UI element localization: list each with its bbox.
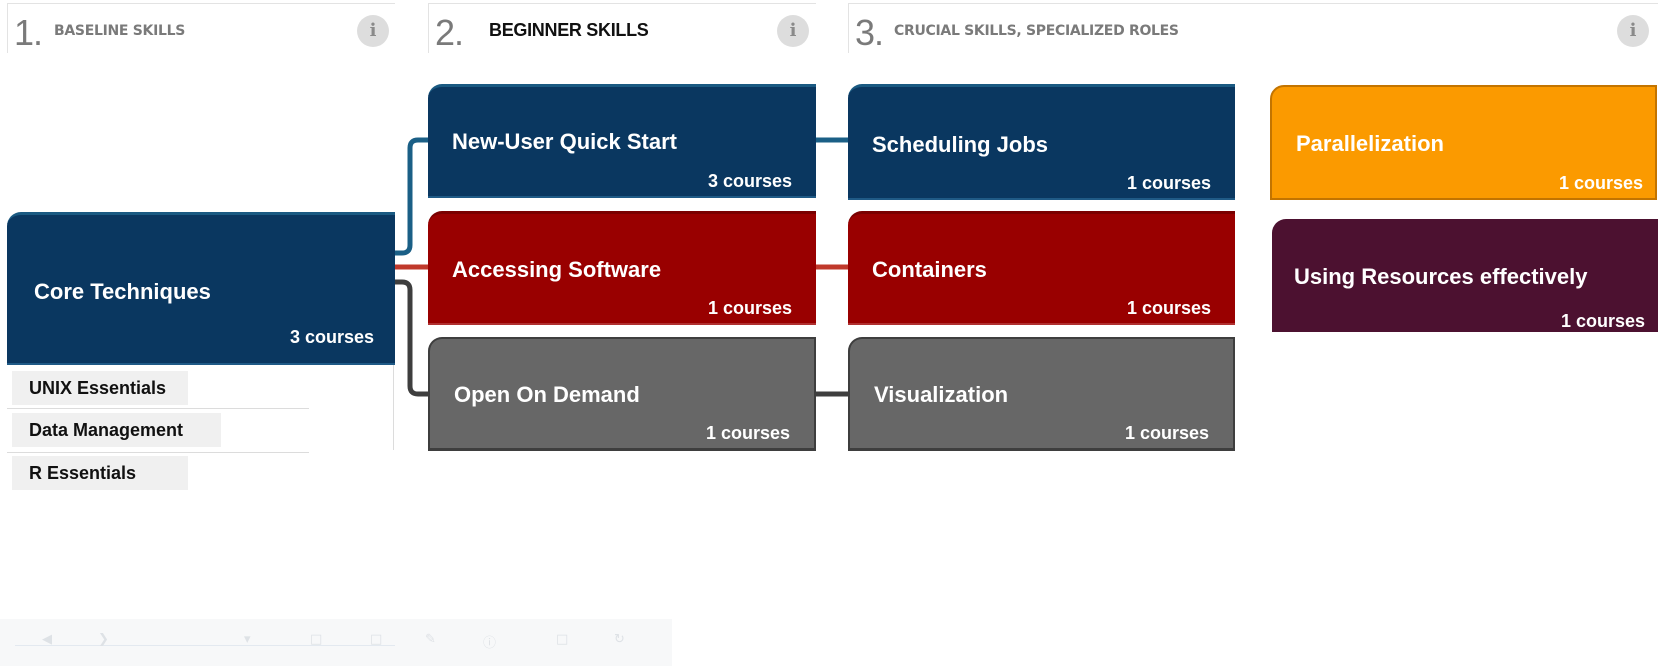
course-count: 1 courses [1560, 311, 1645, 331]
connector-core-to-ondemand [394, 279, 428, 397]
course-item[interactable]: UNIX Essentials [12, 371, 188, 405]
course-count: 1 courses [707, 298, 792, 318]
column-title: CRUCIAL SKILLS, SPECIALIZED ROLES [894, 23, 1179, 39]
next-icon: ❯ [98, 632, 109, 647]
info-icon[interactable]: i [357, 15, 389, 47]
card-title: Using Resources effectively [1294, 264, 1588, 289]
course-count: 1 courses [1124, 423, 1209, 443]
refresh-icon: ↻ [614, 632, 625, 647]
connector-core-to-quickstart [394, 137, 428, 256]
card-title: Parallelization [1296, 131, 1444, 156]
course-count: 1 courses [1558, 173, 1643, 193]
card-title: Visualization [874, 382, 1009, 407]
faded-toolbar: ◀ ❯ ▾ □ □ ✎ ⓘ □ ↻ [0, 619, 672, 666]
column-number: 2. [435, 12, 464, 53]
card-parallelization[interactable]: Parallelization 1 courses [1270, 85, 1657, 200]
course-count: 1 courses [705, 423, 790, 443]
course-count: 3 courses [289, 327, 374, 347]
card-title: Containers [872, 257, 987, 282]
column-header-baseline: 1. BASELINE SKILLS i [7, 3, 395, 53]
card-title: Accessing Software [452, 257, 662, 282]
square-icon: □ [370, 632, 383, 647]
column-header-crucial: 3. CRUCIAL SKILLS, SPECIALIZED ROLES i [848, 3, 1658, 53]
card-new-user-quick-start[interactable]: New-User Quick Start 3 courses [428, 84, 816, 198]
course-count: 1 courses [1126, 173, 1211, 193]
square-icon: □ [310, 632, 323, 647]
card-title: Core Techniques [34, 279, 211, 304]
card-containers[interactable]: Containers 1 courses [848, 211, 1235, 325]
card-title: Scheduling Jobs [872, 132, 1049, 157]
card-title: Open On Demand [454, 382, 640, 407]
card-scheduling-jobs[interactable]: Scheduling Jobs 1 courses [848, 84, 1235, 200]
course-item[interactable]: Data Management [12, 413, 221, 447]
divider [393, 365, 394, 450]
square-icon: □ [556, 632, 569, 647]
course-count: 3 courses [707, 171, 792, 191]
prev-icon: ◀ [42, 632, 52, 647]
card-using-resources-effectively[interactable]: Using Resources effectively 1 courses [1272, 219, 1658, 332]
column-number: 1. [14, 12, 43, 53]
column-title: BASELINE SKILLS [54, 23, 186, 39]
card-open-on-demand[interactable]: Open On Demand 1 courses [428, 337, 816, 451]
toolbar-divider [15, 645, 395, 646]
dropdown-icon: ▾ [244, 632, 251, 647]
card-core-techniques[interactable]: Core Techniques 3 courses [7, 212, 395, 365]
card-title: New-User Quick Start [452, 129, 677, 154]
column-header-beginner: 2. BEGINNER SKILLS i [428, 3, 816, 53]
info-icon: ⓘ [483, 636, 497, 651]
info-icon[interactable]: i [1617, 15, 1649, 47]
column-number: 3. [855, 12, 884, 53]
edit-icon: ✎ [425, 632, 436, 647]
course-item[interactable]: R Essentials [12, 456, 188, 490]
info-icon[interactable]: i [777, 15, 809, 47]
card-visualization[interactable]: Visualization 1 courses [848, 337, 1235, 451]
card-accessing-software[interactable]: Accessing Software 1 courses [428, 211, 816, 325]
column-title: BEGINNER SKILLS [489, 20, 649, 40]
course-count: 1 courses [1126, 298, 1211, 318]
divider [7, 452, 309, 453]
divider [7, 408, 309, 409]
